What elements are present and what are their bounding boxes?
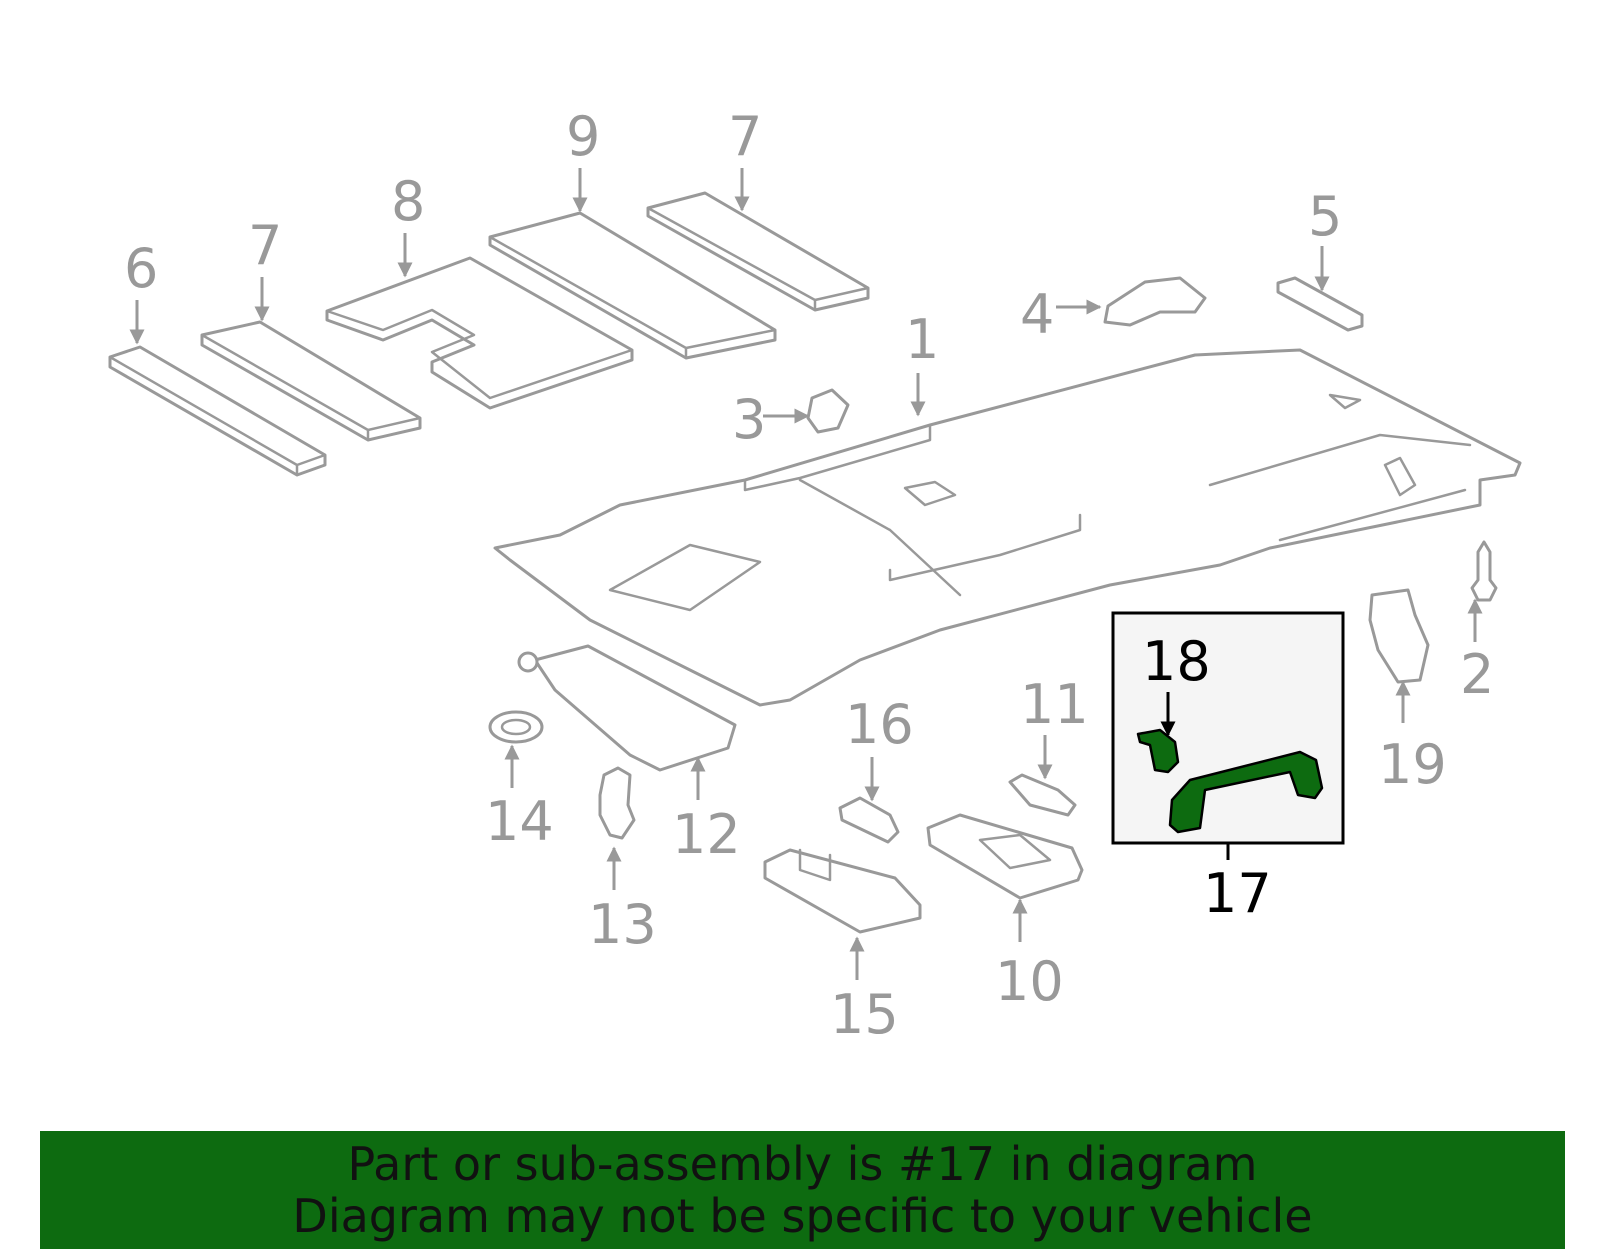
callout-labels: 6 7 8 9 7 1 3 4 5 2 19 12 14 13 16 15 11… [124, 105, 1494, 1046]
callout-8: 8 [391, 170, 425, 233]
part-14-shape [488, 710, 544, 744]
callout-13: 13 [588, 893, 657, 956]
callout-18: 18 [1142, 630, 1211, 693]
part-11-shape [1008, 773, 1077, 817]
part-15-shape [763, 848, 922, 934]
callout-3: 3 [732, 388, 766, 451]
highlight-box [1111, 611, 1345, 845]
callout-7-right: 7 [728, 105, 762, 168]
part-10-shape [926, 813, 1084, 900]
part-8-shape [325, 256, 634, 410]
part-2-shape [1470, 540, 1498, 602]
part-13-shape [598, 766, 636, 840]
callout-17: 17 [1203, 862, 1272, 925]
callout-14: 14 [485, 790, 554, 853]
callout-12: 12 [672, 803, 741, 866]
banner-line-2: Diagram may not be specific to your vehi… [292, 1189, 1313, 1243]
callout-9: 9 [566, 105, 600, 168]
notice-banner: Part or sub-assembly is #17 in diagram D… [40, 1131, 1565, 1249]
part-6-shape [108, 345, 327, 477]
part-16-shape [838, 796, 900, 844]
part-7-right-shape [646, 191, 870, 312]
part-5-shape [1276, 276, 1364, 332]
banner-line-1: Part or sub-assembly is #17 in diagram [347, 1137, 1258, 1191]
callout-1: 1 [905, 308, 939, 371]
callout-11: 11 [1020, 673, 1089, 736]
leader-lines [129, 168, 1483, 980]
part-9-shape [488, 211, 777, 360]
part-1-headliner-shape [493, 348, 1522, 707]
part-3-shape [806, 388, 850, 434]
part-17-grab-handle-shape [1168, 750, 1324, 834]
part-7-left-shape [200, 320, 422, 442]
callout-16: 16 [845, 693, 914, 756]
part-4-shape [1103, 276, 1207, 327]
callout-15: 15 [830, 983, 899, 1046]
callout-4: 4 [1020, 283, 1054, 346]
part-19-shape [1368, 588, 1430, 684]
callout-7-left: 7 [248, 214, 282, 277]
callout-10: 10 [995, 950, 1064, 1013]
callout-2: 2 [1460, 643, 1494, 706]
callout-5: 5 [1308, 185, 1342, 248]
callout-6: 6 [124, 237, 158, 300]
callout-19: 19 [1378, 733, 1447, 796]
